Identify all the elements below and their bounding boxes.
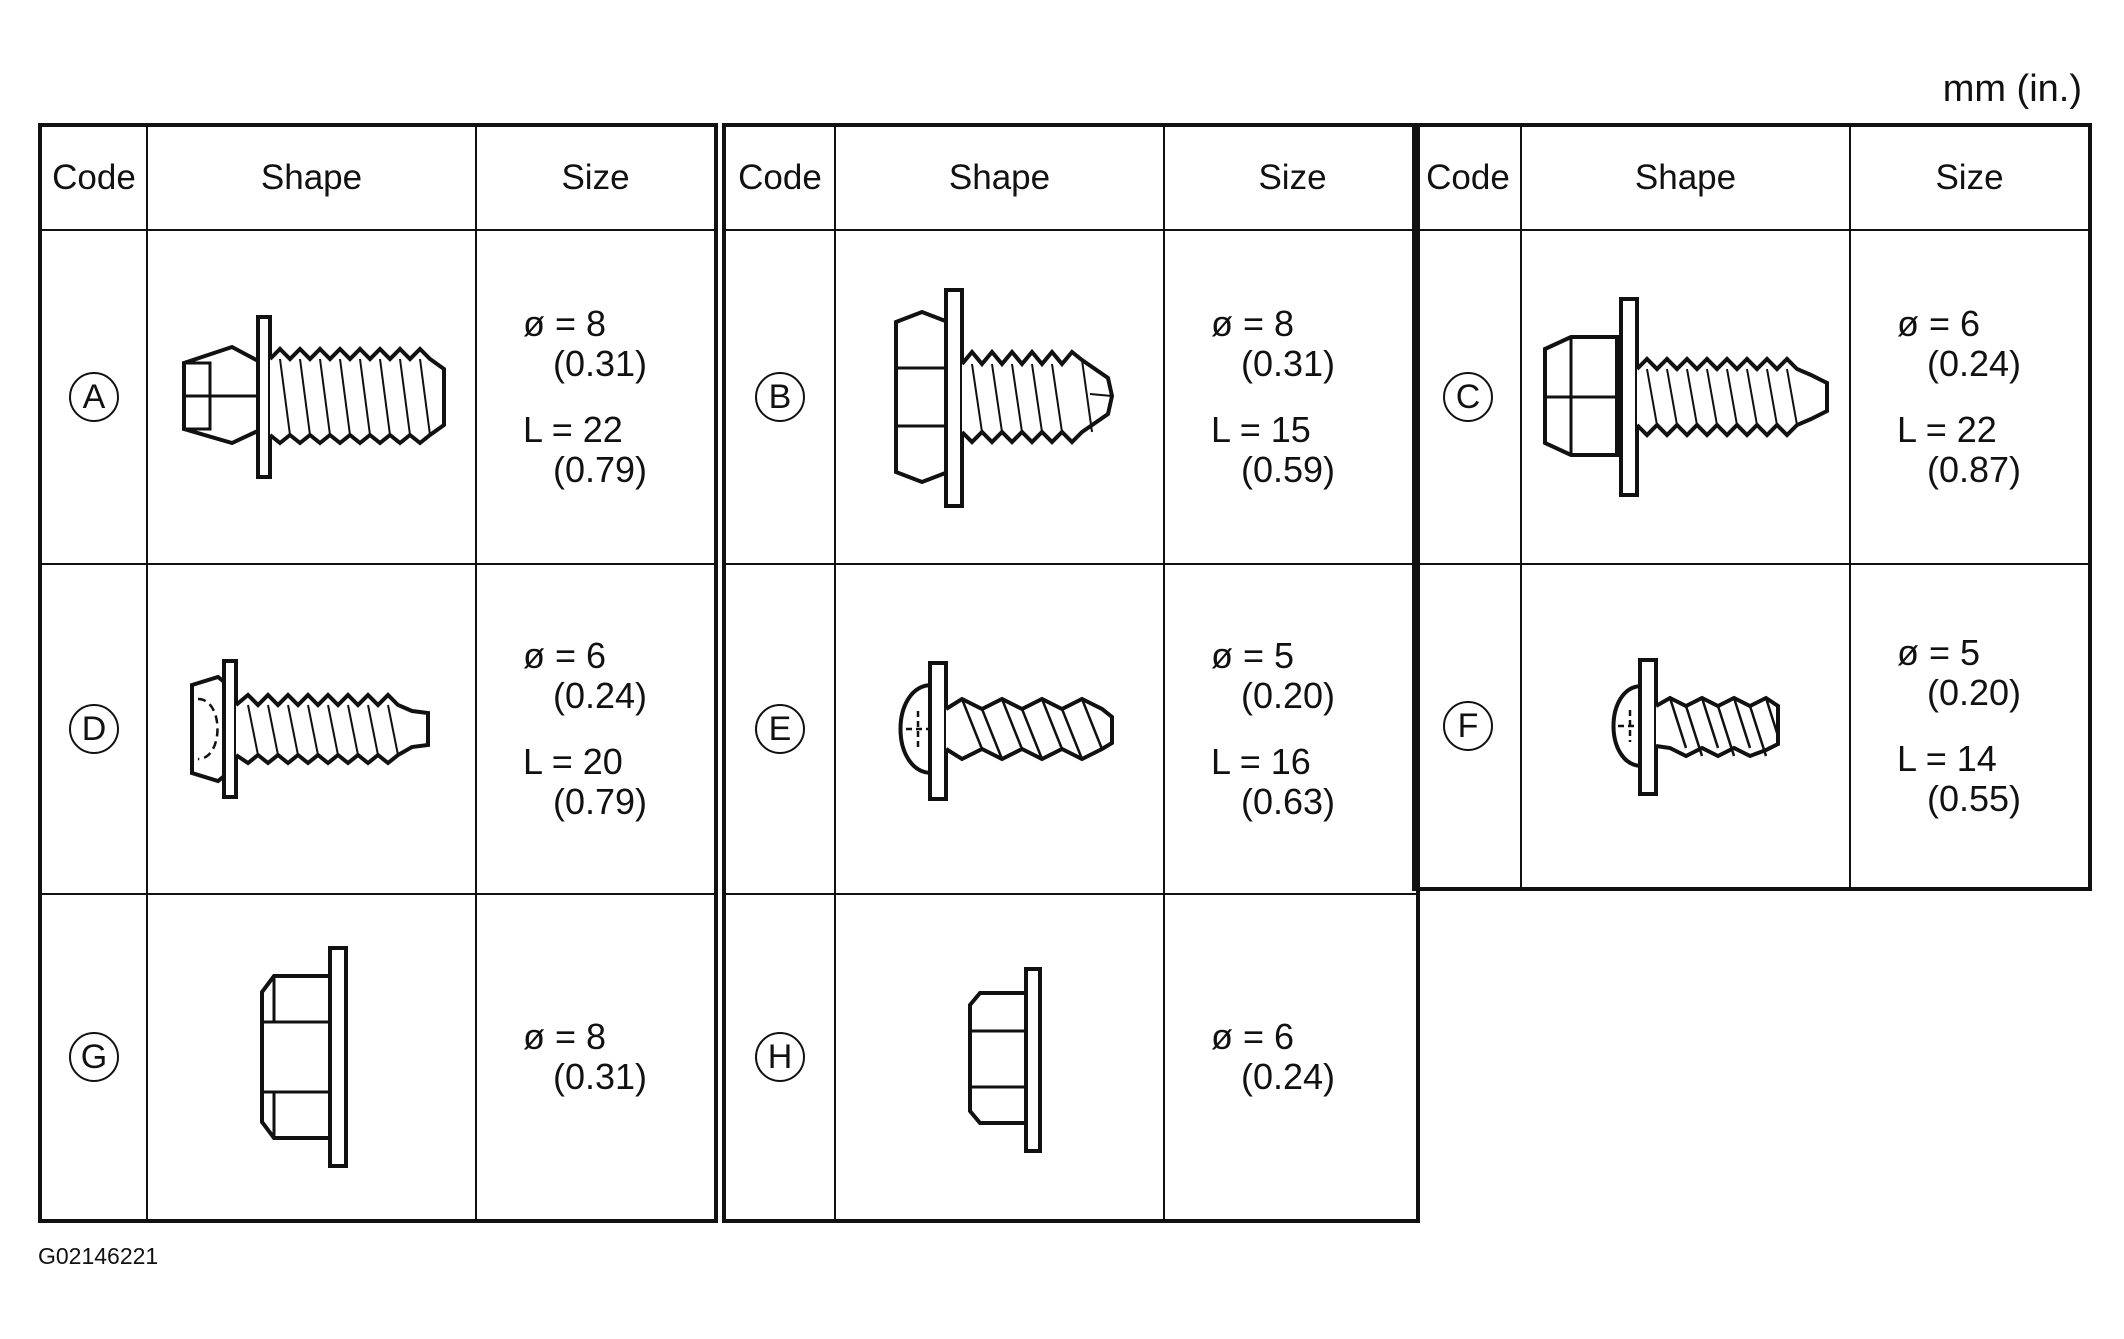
self-drilling-bolt-icon xyxy=(893,288,1114,508)
shape-cell-d xyxy=(148,565,477,895)
length-mm: L = 22 xyxy=(1897,409,1997,450)
length-in: (0.79) xyxy=(553,781,648,822)
figure-id: G02146221 xyxy=(38,1243,159,1269)
size-cell-e: ø = 5 (0.20) L = 16 (0.63) xyxy=(1165,565,1420,895)
length-mm: L = 15 xyxy=(1211,409,1311,450)
code-badge-h: H xyxy=(755,1032,805,1082)
header-shape: Shape xyxy=(836,127,1165,231)
diameter-mm: ø = 8 xyxy=(523,303,607,344)
diameter-in: (0.31) xyxy=(1241,343,1336,384)
header-code: Code xyxy=(42,127,148,231)
code-badge-g: G xyxy=(69,1032,119,1082)
size-cell-c: ø = 6 (0.24) L = 22 (0.87) xyxy=(1851,231,2088,565)
shape-cell-f xyxy=(1522,565,1851,887)
length-in: (0.59) xyxy=(1241,449,1336,490)
flange-nut-icon xyxy=(259,946,348,1168)
header-code: Code xyxy=(1416,127,1522,231)
length-mm: L = 14 xyxy=(1897,738,1997,779)
code-cell-f: F xyxy=(1416,565,1522,887)
tapping-screw-icon xyxy=(898,661,1114,801)
size-cell-g: ø = 8 (0.31) xyxy=(477,895,714,1219)
fastener-table-right: Code Shape Size C ø = 6 (0.24) L = 22 (0… xyxy=(1412,123,2092,891)
diameter-in: (0.31) xyxy=(553,343,648,384)
length-mm: L = 22 xyxy=(523,409,623,450)
length-mm: L = 20 xyxy=(523,741,623,782)
header-size: Size xyxy=(477,127,714,231)
shape-cell-b xyxy=(836,231,1165,565)
header-shape: Shape xyxy=(148,127,477,231)
unit-label: mm (in.) xyxy=(1942,68,2082,110)
diameter-in: (0.20) xyxy=(1927,672,2022,713)
diameter-in: (0.31) xyxy=(553,1056,648,1097)
code-badge-e: E xyxy=(755,704,805,754)
tapping-screw-icon xyxy=(1611,658,1780,796)
header-size: Size xyxy=(1165,127,1420,231)
code-badge-a: A xyxy=(69,372,119,422)
shape-cell-g xyxy=(148,895,477,1219)
size-cell-f: ø = 5 (0.20) L = 14 (0.55) xyxy=(1851,565,2088,887)
code-cell-b: B xyxy=(726,231,836,565)
diameter-in: (0.20) xyxy=(1241,675,1336,716)
size-cell-d: ø = 6 (0.24) L = 20 (0.79) xyxy=(477,565,714,895)
code-badge-b: B xyxy=(755,372,805,422)
diameter-mm: ø = 6 xyxy=(1211,1016,1295,1057)
length-in: (0.79) xyxy=(553,449,648,490)
code-cell-e: E xyxy=(726,565,836,895)
diameter-in: (0.24) xyxy=(553,675,648,716)
code-cell-a: A xyxy=(42,231,148,565)
length-in: (0.63) xyxy=(1241,781,1336,822)
diameter-mm: ø = 6 xyxy=(1897,303,1981,344)
fastener-table-left: Code Shape Size A ø = 8 (0.31) L = 22 (0… xyxy=(38,123,718,1223)
header-shape: Shape xyxy=(1522,127,1851,231)
bolt-with-spring-washer-icon xyxy=(1542,297,1829,497)
code-cell-c: C xyxy=(1416,231,1522,565)
diameter-in: (0.24) xyxy=(1927,343,2022,384)
code-cell-d: D xyxy=(42,565,148,895)
size-cell-a: ø = 8 (0.31) L = 22 (0.79) xyxy=(477,231,714,565)
size-cell-b: ø = 8 (0.31) L = 15 (0.59) xyxy=(1165,231,1420,565)
header-size: Size xyxy=(1851,127,2088,231)
shape-cell-a xyxy=(148,231,477,565)
code-cell-h: H xyxy=(726,895,836,1219)
shape-cell-c xyxy=(1522,231,1851,565)
diameter-mm: ø = 8 xyxy=(1211,303,1295,344)
code-badge-c: C xyxy=(1443,372,1493,422)
diameter-in: (0.24) xyxy=(1241,1056,1336,1097)
flange-bolt-icon xyxy=(189,659,430,799)
code-badge-f: F xyxy=(1443,701,1493,751)
length-in: (0.87) xyxy=(1927,449,2022,490)
diameter-mm: ø = 6 xyxy=(523,635,607,676)
fastener-table-middle: Code Shape Size B ø = 8 (0.31) L = 15 (0… xyxy=(722,123,1420,1223)
shape-cell-e xyxy=(836,565,1165,895)
diameter-mm: ø = 8 xyxy=(523,1016,607,1057)
length-in: (0.55) xyxy=(1927,778,2022,819)
code-cell-g: G xyxy=(42,895,148,1219)
size-cell-h: ø = 6 (0.24) xyxy=(1165,895,1420,1219)
diameter-mm: ø = 5 xyxy=(1211,635,1295,676)
length-mm: L = 16 xyxy=(1211,741,1311,782)
header-code: Code xyxy=(726,127,836,231)
bolt-with-spring-washer-icon xyxy=(181,315,446,479)
code-badge-d: D xyxy=(69,704,119,754)
flange-nut-icon xyxy=(967,967,1042,1153)
diameter-mm: ø = 5 xyxy=(1897,632,1981,673)
shape-cell-h xyxy=(836,895,1165,1219)
